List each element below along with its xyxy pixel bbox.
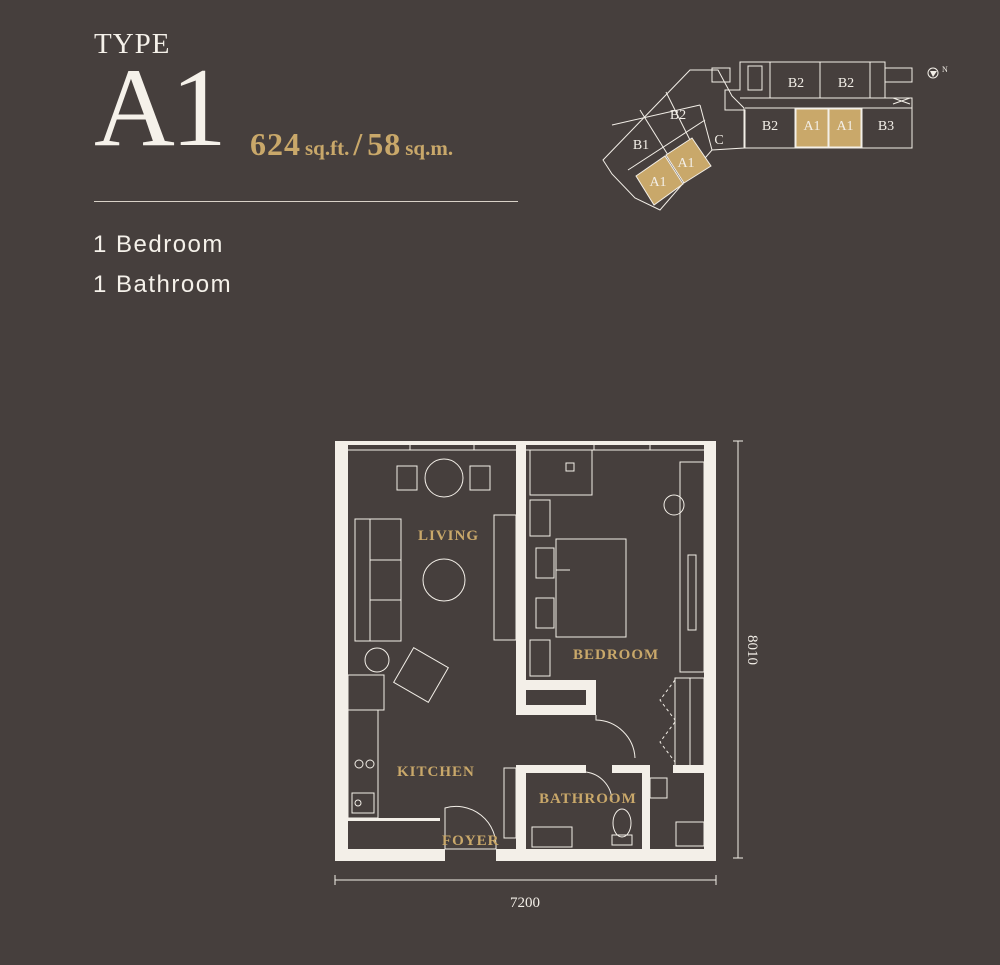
keyplan-label: A1 <box>836 119 853 134</box>
walls <box>335 441 716 861</box>
compass-north-label: N <box>942 65 948 74</box>
keyplan-unit-a1-right-1 <box>795 108 829 148</box>
room-label-living: LIVING <box>418 528 479 544</box>
compass-icon: N <box>927 65 948 79</box>
keyplan-unit-a1-left-2 <box>665 137 712 184</box>
keyplan-label: B1 <box>633 138 649 153</box>
room-label-bedroom: BEDROOM <box>573 647 659 663</box>
area-sqft-value: 624 <box>250 126 301 162</box>
keyplan-label: B2 <box>788 76 804 91</box>
highlighted-units <box>635 108 862 206</box>
bathroom-count: 1 Bathroom <box>93 271 233 298</box>
room-label-kitchen: KITCHEN <box>397 764 475 780</box>
keyplan-unit-a1-left-1 <box>635 155 684 206</box>
bedroom-count: 1 Bedroom <box>93 231 224 258</box>
keyplan-label: B3 <box>878 119 894 134</box>
keyplan-label: B2 <box>762 119 778 134</box>
area-sqft-unit: sq.ft. <box>305 136 350 160</box>
unit-area: 624 sq.ft. / 58 sq.m. <box>250 126 453 163</box>
keyplan-label: A1 <box>649 175 666 190</box>
room-label-bathroom: BATHROOM <box>539 791 637 807</box>
keyplan-label: B2 <box>670 108 686 123</box>
keyplan-label: A1 <box>677 156 694 171</box>
floor-plan: LIVING BEDROOM KITCHEN BATHROOM FOYER 72… <box>334 440 760 911</box>
room-label-foyer: FOYER <box>442 833 500 849</box>
fixtures <box>347 445 705 850</box>
key-plan: B2 B2 B2 B1 C B2 A1 A1 B3 A1 A1 N <box>602 61 948 211</box>
keyplan-unit-a1-right-2 <box>828 108 862 148</box>
unit-type-code: A1 <box>94 46 227 170</box>
dimension-depth: 8010 <box>744 635 760 665</box>
area-sqm-value: 58 <box>367 126 402 162</box>
keyplan-label: B2 <box>838 76 854 91</box>
area-separator: / <box>353 126 364 162</box>
header-divider <box>94 201 518 202</box>
area-sqm-unit: sq.m. <box>405 136 454 160</box>
dimension-width: 7200 <box>510 895 540 911</box>
keyplan-label: A1 <box>803 119 820 134</box>
keyplan-label: C <box>714 133 723 148</box>
type-label: TYPE <box>94 28 171 60</box>
